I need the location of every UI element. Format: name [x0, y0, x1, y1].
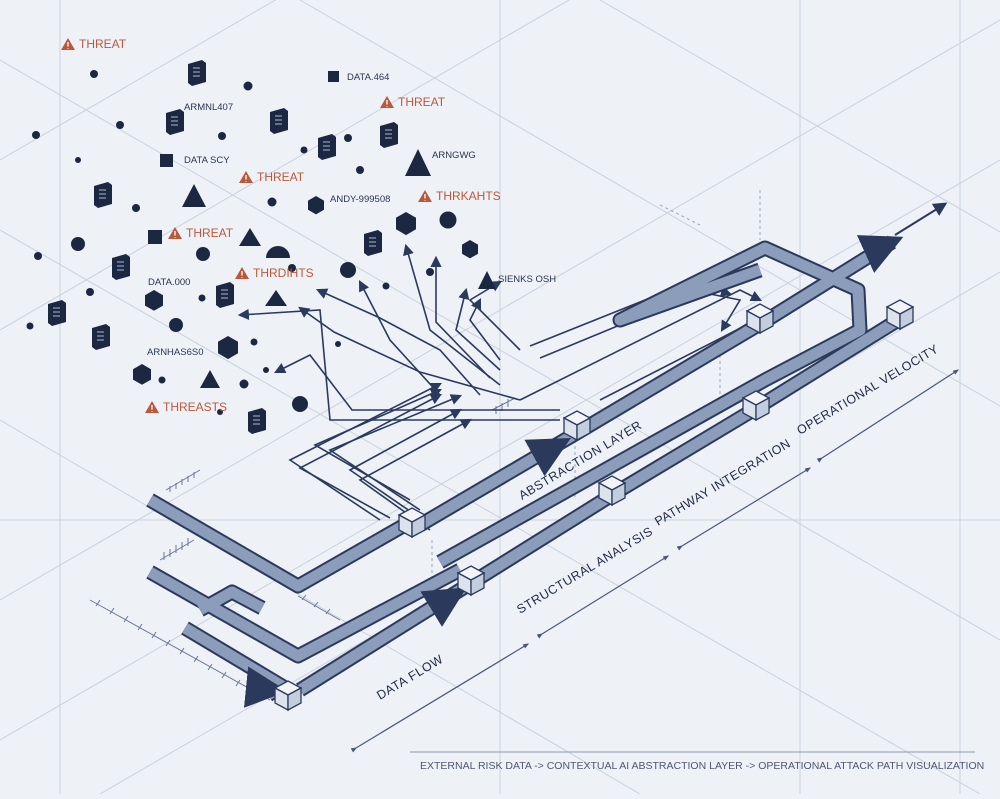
server-icon [166, 109, 184, 135]
node-squares [148, 71, 339, 244]
threat-label: THRKAHTS [436, 189, 501, 203]
node-triangles [182, 149, 496, 388]
node-label: ANDY-999508 [330, 194, 390, 205]
node-labels: DATA.464 ARMNL407 DATA SCY ARNGWG ANDY-9… [147, 72, 556, 358]
cube-icon [741, 390, 771, 422]
cube-icon [397, 507, 427, 539]
threat-label: THREAT [257, 170, 305, 184]
node-dots [26, 70, 457, 415]
cube-icon [456, 565, 486, 597]
server-icon [48, 300, 66, 326]
caption: EXTERNAL RISK DATA -> CONTEXTUAL AI ABST… [410, 751, 984, 772]
threat-label: THREASTS [163, 400, 227, 414]
warning-triangle-icon [418, 190, 432, 202]
server-icon [270, 108, 288, 134]
server-icon [92, 324, 110, 350]
hatch-blocks [89, 397, 516, 701]
node-hexagons [133, 196, 478, 385]
cube-icon [597, 475, 627, 507]
server-nodes [48, 60, 398, 434]
server-icon [380, 122, 398, 148]
caption-text: EXTERNAL RISK DATA -> CONTEXTUAL AI ABST… [420, 760, 984, 772]
threat-label: THRDIHTS [253, 266, 314, 280]
node-label: SIENKS OSH [498, 274, 556, 285]
cube-icon [885, 299, 915, 331]
cube-icon [745, 303, 775, 335]
threat-label: THREAT [186, 226, 234, 240]
warning-icons [61, 38, 432, 413]
warning-triangle-icon [145, 401, 159, 413]
server-icon [318, 134, 336, 160]
warning-triangle-icon [235, 267, 249, 279]
threat-labels: THREAT THREAT THREAT THREAT THRDIHTS THR… [79, 37, 501, 414]
cube-icon [273, 680, 303, 712]
server-icon [112, 254, 130, 280]
threat-label: THREAT [79, 37, 127, 51]
node-label: ARMNL407 [184, 102, 233, 113]
warning-triangle-icon [168, 227, 182, 239]
node-label: DATA.464 [347, 72, 389, 83]
warning-triangle-icon [61, 38, 75, 50]
node-label: ARNGWG [432, 150, 476, 161]
server-icon [188, 60, 206, 86]
node-label: DATA SCY [184, 155, 230, 166]
server-icon [94, 182, 112, 208]
node-label: DATA.000 [148, 277, 190, 288]
cube-icon [562, 410, 592, 442]
node-dome [266, 246, 290, 258]
node-label: ARNHAS6S0 [147, 347, 204, 358]
server-icon [364, 230, 382, 256]
server-icon [248, 408, 266, 434]
warning-triangle-icon [239, 171, 253, 183]
dimension-arrows [350, 369, 960, 753]
warning-triangle-icon [380, 96, 394, 108]
threat-label: THREAT [398, 95, 446, 109]
cube-nodes [273, 299, 915, 712]
server-icon [216, 282, 234, 308]
